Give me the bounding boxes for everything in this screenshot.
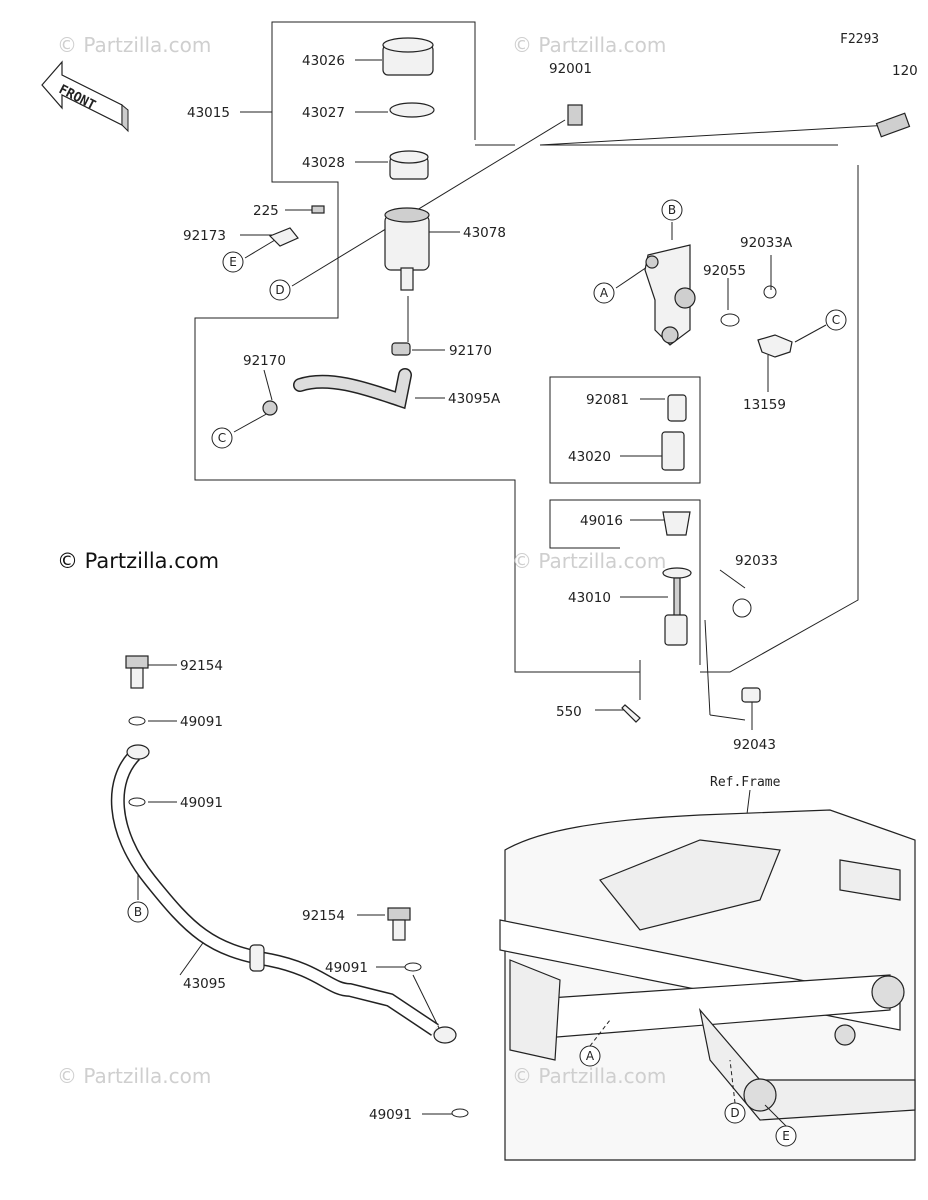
ref-circle-B: B xyxy=(127,901,149,923)
part-label-92055: 92055 xyxy=(703,263,746,279)
part-label-120: 120 xyxy=(892,63,918,79)
part-label-43095A: 43095A xyxy=(448,391,501,407)
svg-text:E: E xyxy=(229,255,237,269)
part-label-49091: 49091 xyxy=(325,960,368,976)
ref-circle-D: D xyxy=(269,279,291,301)
svg-text:A: A xyxy=(600,286,609,300)
banjo-fitting xyxy=(126,744,150,760)
ref-circle-C: C xyxy=(211,427,233,449)
svg-text:C: C xyxy=(832,313,840,327)
part-label-49091: 49091 xyxy=(369,1107,412,1123)
clamp-92170 xyxy=(262,400,278,416)
reservoir-tank xyxy=(384,207,430,291)
svg-text:D: D xyxy=(275,283,284,297)
part-label-43015: 43015 xyxy=(187,105,230,121)
bolt-120 xyxy=(875,112,911,138)
bolt-92001 xyxy=(567,104,583,126)
circlip-92033 xyxy=(732,598,752,618)
banjo-bolt-92154 xyxy=(387,907,411,941)
reservoir-cap xyxy=(382,37,434,76)
washer-49091 xyxy=(128,797,146,807)
washer-49091 xyxy=(451,1108,469,1118)
part-label-13159: 13159 xyxy=(743,397,786,413)
group-outline xyxy=(194,21,640,673)
pin-92043 xyxy=(741,687,761,703)
bolt-225 xyxy=(311,205,325,214)
hose-grommet xyxy=(249,944,265,972)
front-arrow-icon: FRONT xyxy=(41,60,129,133)
banjo-fitting xyxy=(433,1026,457,1044)
push-rod-43010 xyxy=(662,567,692,646)
ref-frame-label: Ref.Frame xyxy=(710,775,781,790)
ref-circle-E: E xyxy=(775,1125,797,1147)
frame-reference xyxy=(499,809,916,1161)
part-label-92043: 92043 xyxy=(733,737,776,753)
spring-92081 xyxy=(667,394,687,422)
ref-circle-A: A xyxy=(593,282,615,304)
watermark: © Partzilla.com xyxy=(512,33,666,57)
washer-49091 xyxy=(128,716,146,726)
part-label-43026: 43026 xyxy=(302,53,345,69)
svg-text:E: E xyxy=(782,1129,790,1143)
part-label-92154: 92154 xyxy=(302,908,345,924)
piston-43020 xyxy=(661,431,685,471)
part-label-92081: 92081 xyxy=(586,392,629,408)
part-label-49016: 49016 xyxy=(580,513,623,529)
leader-lines xyxy=(137,59,891,1115)
svg-text:B: B xyxy=(134,905,142,919)
part-label-92170: 92170 xyxy=(243,353,286,369)
watermark: © Partzilla.com xyxy=(512,549,666,573)
watermark: © Partzilla.com xyxy=(512,1064,666,1088)
o-ring-92055 xyxy=(720,313,740,327)
svg-text:A: A xyxy=(586,1049,595,1063)
part-label-550: 550 xyxy=(556,704,582,720)
watermark: © Partzilla.com xyxy=(57,33,211,57)
part-label-92173: 92173 xyxy=(183,228,226,244)
cotter-pin-550 xyxy=(621,704,641,723)
part-label-43020: 43020 xyxy=(568,449,611,465)
ref-circle-D: D xyxy=(724,1102,746,1124)
fitting-13159 xyxy=(757,334,793,358)
boot-49016 xyxy=(662,511,691,536)
part-label-43028: 43028 xyxy=(302,155,345,171)
circlip-92033A xyxy=(763,285,777,299)
banjo-bolt-92154 xyxy=(125,655,149,689)
master-cylinder xyxy=(644,244,696,346)
diaphragm-plate xyxy=(389,102,435,118)
part-label-43010: 43010 xyxy=(568,590,611,606)
bracket-92173 xyxy=(268,227,299,247)
diagram-code: F2293 xyxy=(840,32,879,47)
svg-text:D: D xyxy=(730,1106,739,1120)
ref-circle-B: B xyxy=(661,199,683,221)
subgroup-box xyxy=(549,376,701,484)
part-label-92001: 92001 xyxy=(549,61,592,77)
part-label-49091: 49091 xyxy=(180,795,223,811)
svg-text:B: B xyxy=(668,203,676,217)
ref-circle-A: A xyxy=(579,1045,601,1067)
clamp-92170 xyxy=(391,342,411,356)
part-label-92033A: 92033A xyxy=(740,235,793,251)
part-label-43095: 43095 xyxy=(183,976,226,992)
part-label-225: 225 xyxy=(253,203,279,219)
part-label-92033: 92033 xyxy=(735,553,778,569)
svg-text:C: C xyxy=(218,431,226,445)
copyright-text: © Partzilla.com xyxy=(57,549,219,573)
part-label-92170: 92170 xyxy=(449,343,492,359)
ref-circle-E: E xyxy=(222,251,244,273)
diaphragm xyxy=(389,150,429,180)
part-label-92154: 92154 xyxy=(180,658,223,674)
part-label-49091: 49091 xyxy=(180,714,223,730)
washer-49091 xyxy=(404,962,422,972)
ref-circle-C: C xyxy=(825,309,847,331)
watermark: © Partzilla.com xyxy=(57,1064,211,1088)
part-label-43027: 43027 xyxy=(302,105,345,121)
part-label-43078: 43078 xyxy=(463,225,506,241)
